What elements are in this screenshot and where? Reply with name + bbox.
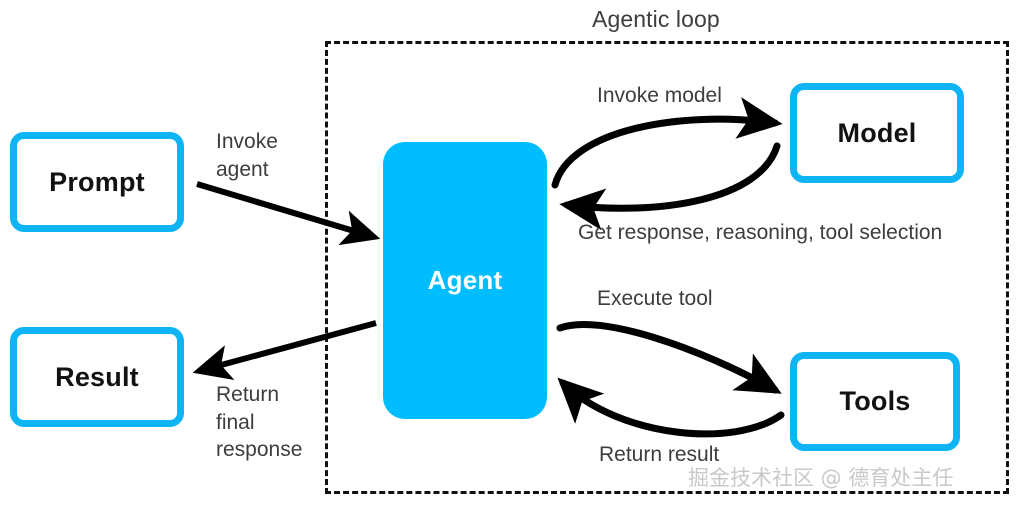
node-model[interactable]: Model xyxy=(790,83,964,183)
node-result-label: Result xyxy=(55,361,139,392)
edge-label-invoke-agent: Invoke agent xyxy=(216,130,278,181)
node-result[interactable]: Result xyxy=(10,327,184,427)
node-prompt-label: Prompt xyxy=(49,166,145,197)
agentic-loop-container xyxy=(325,41,1009,494)
edge-label-get-response: Get response, reasoning, tool selection xyxy=(578,221,943,244)
edge-label-invoke-model: Invoke model xyxy=(597,84,722,107)
node-agent[interactable]: Agent xyxy=(383,142,547,419)
node-prompt[interactable]: Prompt xyxy=(10,132,184,232)
node-model-label: Model xyxy=(837,117,917,148)
node-agent-label: Agent xyxy=(427,265,503,295)
watermark-text: 掘金技术社区 @ 德育处主任 xyxy=(688,466,954,490)
edge-label-return-result: Return result xyxy=(599,443,720,466)
node-tools[interactable]: Tools xyxy=(790,352,960,451)
edge-label-execute-tool: Execute tool xyxy=(597,287,713,310)
node-tools-label: Tools xyxy=(839,386,911,416)
edge-label-return-final-response: Return final response xyxy=(216,383,303,462)
agentic-loop-title: Agentic loop xyxy=(592,6,720,32)
